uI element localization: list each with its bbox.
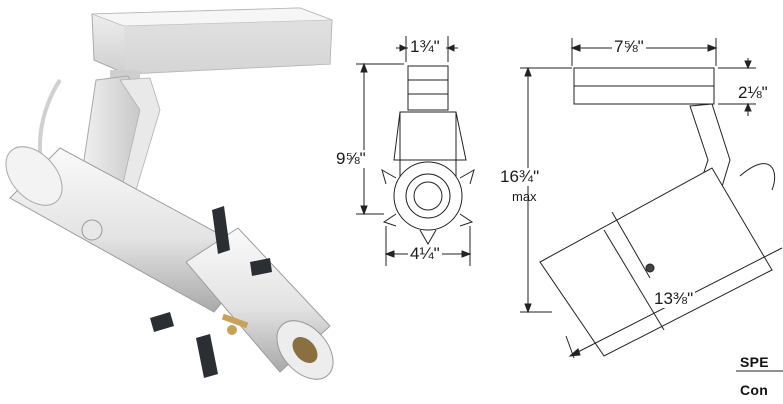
side-length-label: 7⅝" bbox=[612, 37, 646, 56]
section-heading: SPE bbox=[740, 354, 769, 370]
fixture-barrel bbox=[5, 146, 334, 380]
fixture-photo bbox=[5, 7, 334, 380]
front-width-top-label: 1¾" bbox=[408, 37, 442, 56]
body-length-label: 13⅜" bbox=[652, 289, 696, 308]
framing-shutters bbox=[150, 206, 272, 378]
front-width-bottom-label: 4¼" bbox=[408, 244, 442, 263]
front-height-label: 9⅝" bbox=[334, 149, 368, 168]
overall-height-note: max bbox=[512, 189, 537, 204]
section-subheading: Con bbox=[740, 382, 769, 398]
side-height-label: 2⅛" bbox=[736, 83, 770, 102]
track-adapter bbox=[91, 7, 333, 80]
overall-height-label: 16¾" bbox=[498, 167, 542, 186]
